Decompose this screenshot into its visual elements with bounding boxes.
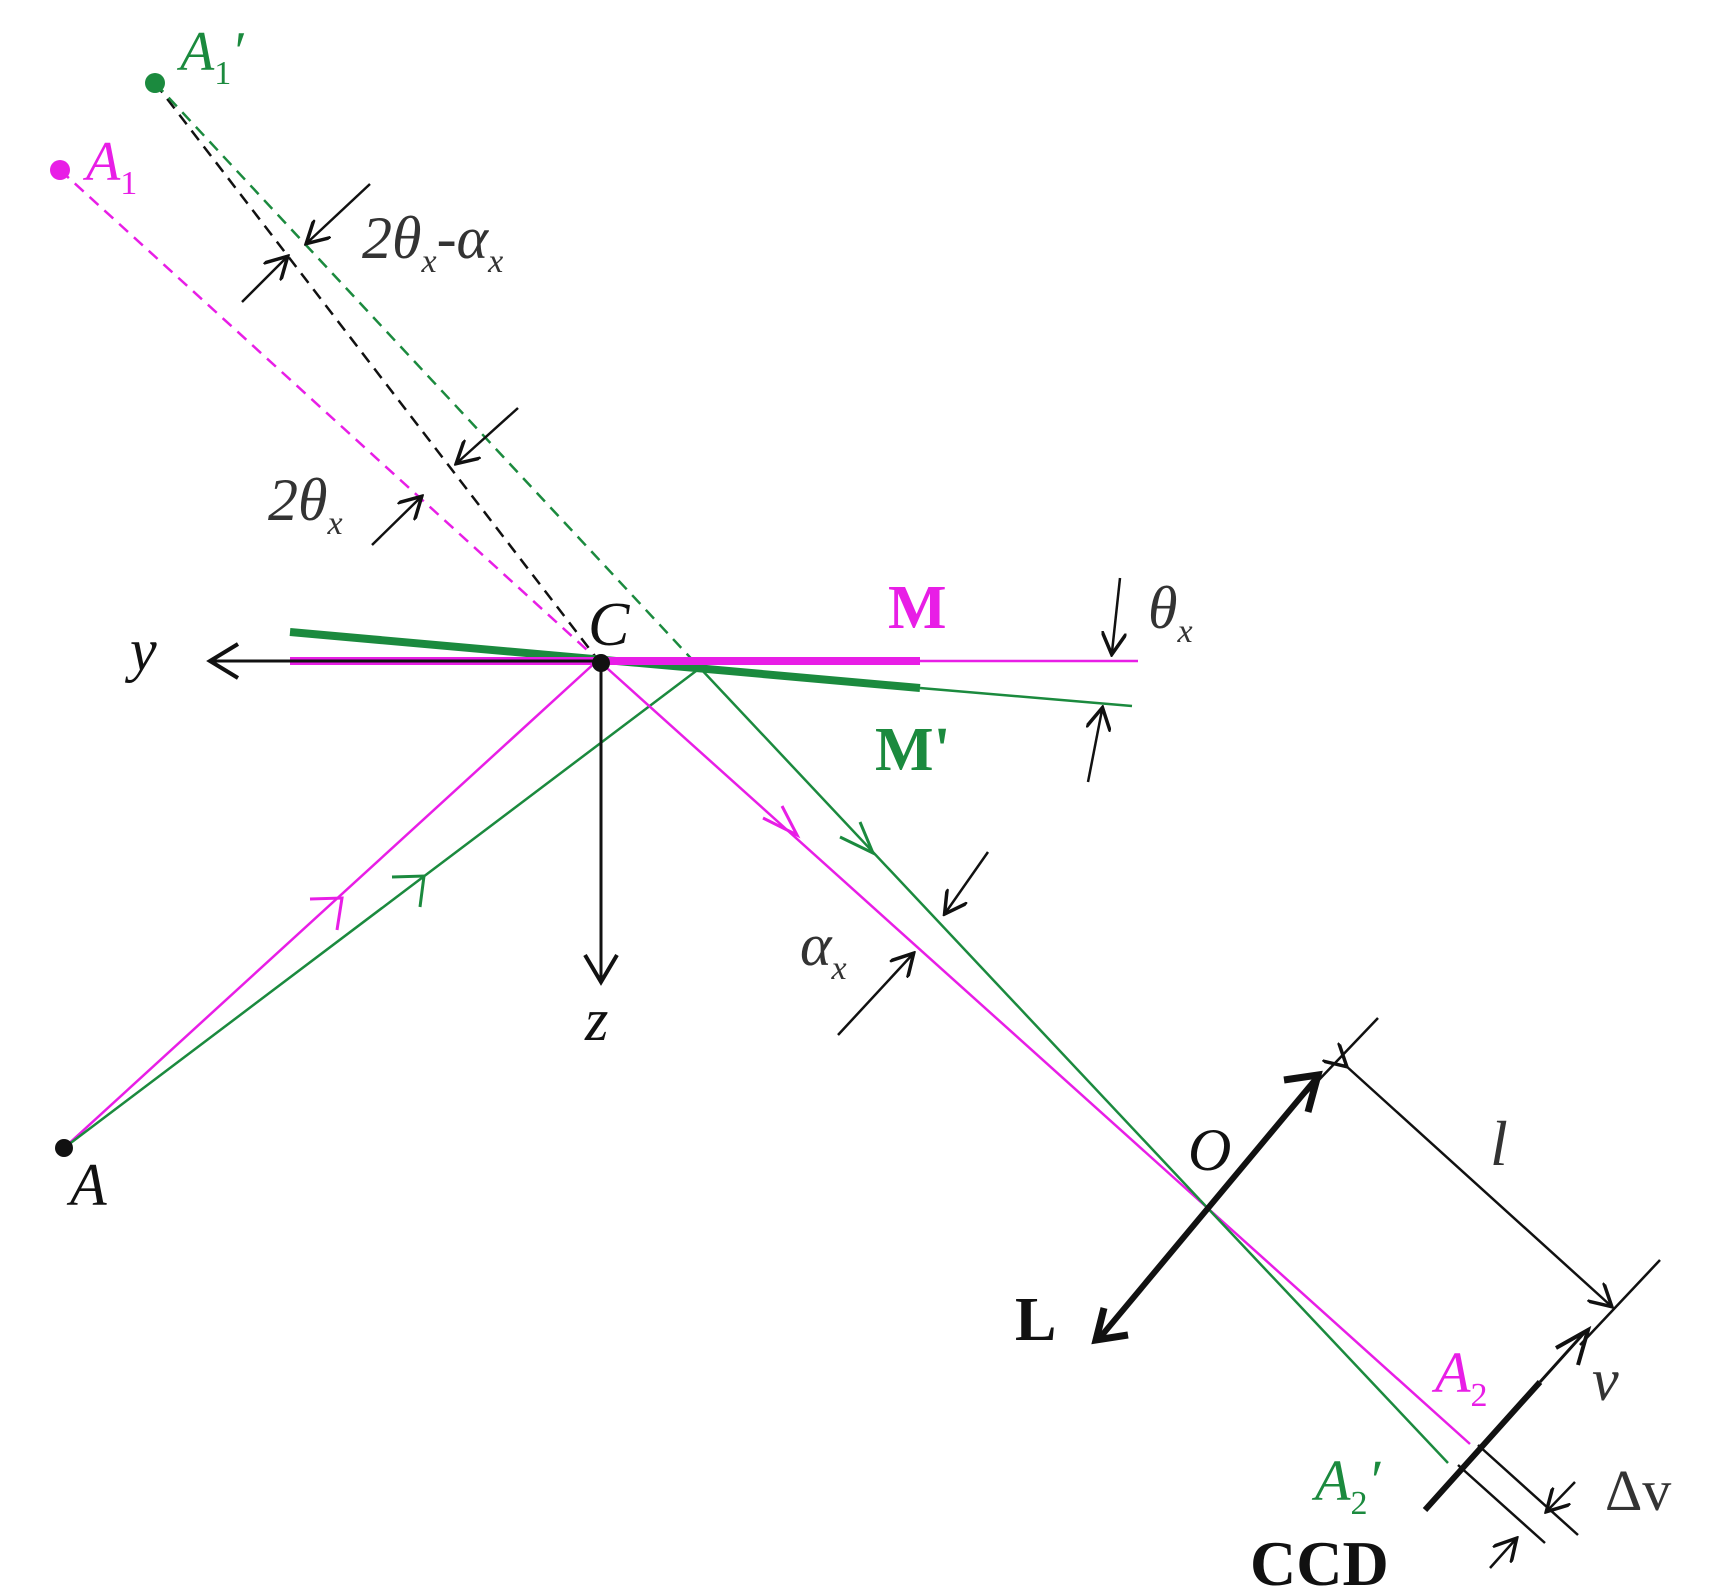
point-A1	[50, 160, 70, 180]
label-angle-mid: 2θx	[268, 467, 343, 542]
green-reflected-ray	[699, 667, 1201, 1201]
delta-v-tick-1	[1457, 1464, 1546, 1544]
ccd-sensor	[1422, 1379, 1543, 1513]
ccd-v-axis	[1538, 1330, 1587, 1384]
label-y: y	[124, 617, 157, 683]
angle-mid-arrow-2	[371, 498, 420, 546]
delta-v-arrow-in	[1489, 1540, 1515, 1569]
l-dimension-line	[1345, 1065, 1610, 1305]
angle-mid-arrow-1	[458, 407, 519, 462]
magenta-reflected-arrowhead	[762, 805, 801, 839]
alpha-arrow-1	[946, 851, 990, 912]
mirror-M-prime-thin	[919, 686, 1133, 708]
point-A	[55, 1139, 73, 1157]
lens-L-body	[1095, 1078, 1318, 1342]
label-delta-v: Δv	[1605, 1458, 1671, 1523]
label-A1: A1	[82, 131, 137, 202]
label-angle-top: 2θx-αx	[362, 205, 503, 280]
delta-v-tick-2	[1477, 1444, 1579, 1536]
l-extension-upper	[1294, 1017, 1379, 1106]
theta-arrow-1	[1112, 577, 1120, 652]
magenta-reflected-ray	[597, 659, 1471, 1445]
label-A2: A2	[1431, 1340, 1487, 1414]
v-axis-arrowhead	[1555, 1325, 1592, 1366]
label-L: L	[1015, 1286, 1056, 1354]
angle-top-arrow-1	[308, 183, 371, 242]
alpha-arrow-2	[837, 955, 912, 1036]
theta-arrow-2	[1088, 710, 1102, 783]
green-reflected-ray-after-lens	[1199, 1199, 1449, 1464]
point-A1-prime	[145, 73, 165, 93]
label-z: z	[584, 987, 608, 1053]
label-theta: θx	[1148, 575, 1193, 650]
green-incident-arrowhead	[391, 874, 426, 908]
point-C	[592, 654, 610, 672]
angle-top-arrow-2	[241, 258, 286, 303]
green-reflected-arrowhead	[839, 821, 876, 857]
label-A1-prime: A1′	[176, 21, 244, 92]
magenta-incident-arrowhead	[309, 896, 344, 931]
label-l: l	[1490, 1108, 1508, 1179]
label-A: A	[66, 1152, 107, 1218]
lens-L-top-arrowhead	[1283, 1070, 1323, 1113]
magenta-incident-ray	[63, 659, 599, 1149]
y-axis-arrowhead	[206, 642, 240, 680]
green-incident-ray	[63, 667, 701, 1149]
green-dashed-ray	[154, 82, 701, 669]
label-O: O	[1188, 1117, 1231, 1183]
magenta-dashed-ray	[59, 169, 599, 661]
l-extension-lower	[1579, 1259, 1661, 1346]
label-A2-prime: A2′	[1311, 1448, 1381, 1522]
black-dashed-ray	[154, 82, 599, 661]
label-alpha: αx	[800, 912, 847, 987]
delta-v-arrow-out	[1548, 1481, 1576, 1510]
z-axis-arrowhead	[583, 953, 619, 986]
label-M: M	[888, 574, 947, 642]
lens-L-bottom-arrowhead	[1091, 1307, 1129, 1345]
label-M-prime: M'	[875, 716, 951, 784]
label-C: C	[588, 591, 630, 659]
label-CCD: CCD	[1250, 1528, 1389, 1593]
label-v: v	[1592, 1347, 1619, 1413]
